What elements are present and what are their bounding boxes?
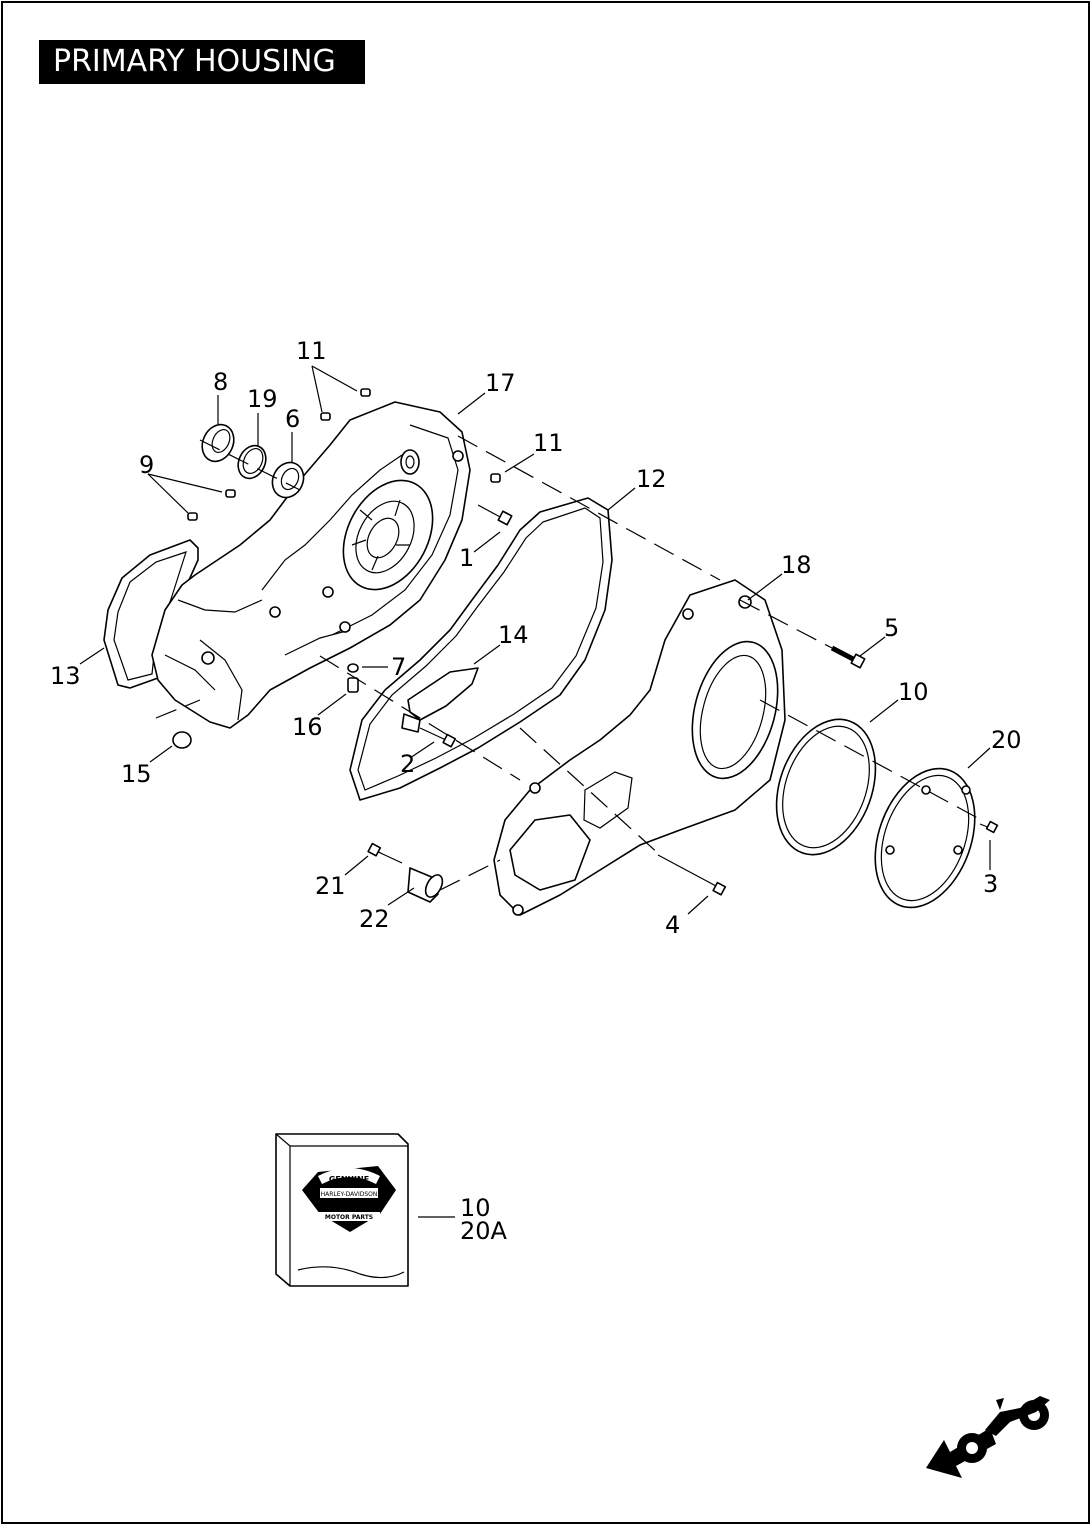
part-4-screw — [657, 854, 727, 896]
callout-7: 7 — [391, 653, 406, 681]
callout-21: 21 — [315, 872, 346, 900]
part-16-plug — [347, 677, 359, 693]
part-17-boss — [452, 450, 464, 462]
callout-12: 12 — [636, 465, 667, 493]
logo-mid-text: HARLEY-DAVIDSON — [321, 1191, 378, 1198]
callout-6: 6 — [285, 405, 300, 433]
callout-5: 5 — [884, 614, 899, 642]
callout-3: 3 — [983, 870, 998, 898]
logo-bottom-text: MOTOR PARTS — [325, 1214, 373, 1221]
callout-14: 14 — [498, 621, 529, 649]
part-6-bearing — [271, 461, 305, 499]
callout-22: 22 — [359, 905, 390, 933]
motorcycle-forward-arrow-icon — [926, 1396, 1050, 1478]
part-21-screw — [367, 842, 403, 864]
leader-lines — [79, 365, 991, 1218]
gasket-kit-box: GENUINE HARLEY-DAVIDSON MOTOR PARTS — [275, 1133, 409, 1287]
part-2-screw — [419, 727, 457, 748]
callout-13: 13 — [50, 662, 81, 690]
kit-callout-10: 10 — [460, 1194, 491, 1222]
part-9-dowels — [187, 489, 236, 521]
part-5-screw — [830, 645, 866, 669]
callout-11: 11 — [533, 429, 564, 457]
part-19-retaining-ring — [237, 444, 267, 480]
inner-primary-housing — [151, 401, 471, 729]
callout-1: 1 — [459, 544, 474, 572]
callout-8: 8 — [213, 368, 228, 396]
callout-18: 18 — [781, 551, 812, 579]
callout-20: 20 — [991, 726, 1022, 754]
part-15-dowel — [172, 731, 192, 749]
callout-11: 11 — [296, 337, 327, 365]
part-11-dowels — [320, 388, 501, 483]
assembly-lines — [155, 435, 986, 891]
part-10-gasket — [775, 718, 877, 856]
callout-2: 2 — [400, 750, 415, 778]
callout-9: 9 — [139, 451, 154, 479]
callout-19: 19 — [247, 385, 278, 413]
callout-labels: 11 8 19 6 17 11 9 12 1 18 5 14 7 13 10 1… — [50, 337, 1022, 939]
part-22-spacer — [407, 867, 444, 903]
part-3-screw — [979, 820, 999, 834]
callout-17: 17 — [485, 369, 516, 397]
part-7-washer — [347, 663, 359, 673]
outer-primary-cover — [493, 579, 786, 916]
part-20-derby-cover — [874, 767, 976, 909]
part-8-seal — [201, 423, 235, 463]
callout-4: 4 — [665, 911, 680, 939]
page-title: PRIMARY HOUSING — [39, 40, 365, 84]
callout-15: 15 — [121, 760, 152, 788]
callout-10: 10 — [898, 678, 929, 706]
kit-callout-20a: 20A — [460, 1217, 508, 1245]
genuine-motor-parts-logo: GENUINE HARLEY-DAVIDSON MOTOR PARTS — [302, 1166, 396, 1232]
callout-16: 16 — [292, 713, 323, 741]
logo-top-text: GENUINE — [329, 1175, 369, 1184]
part-1-screw — [477, 504, 513, 526]
